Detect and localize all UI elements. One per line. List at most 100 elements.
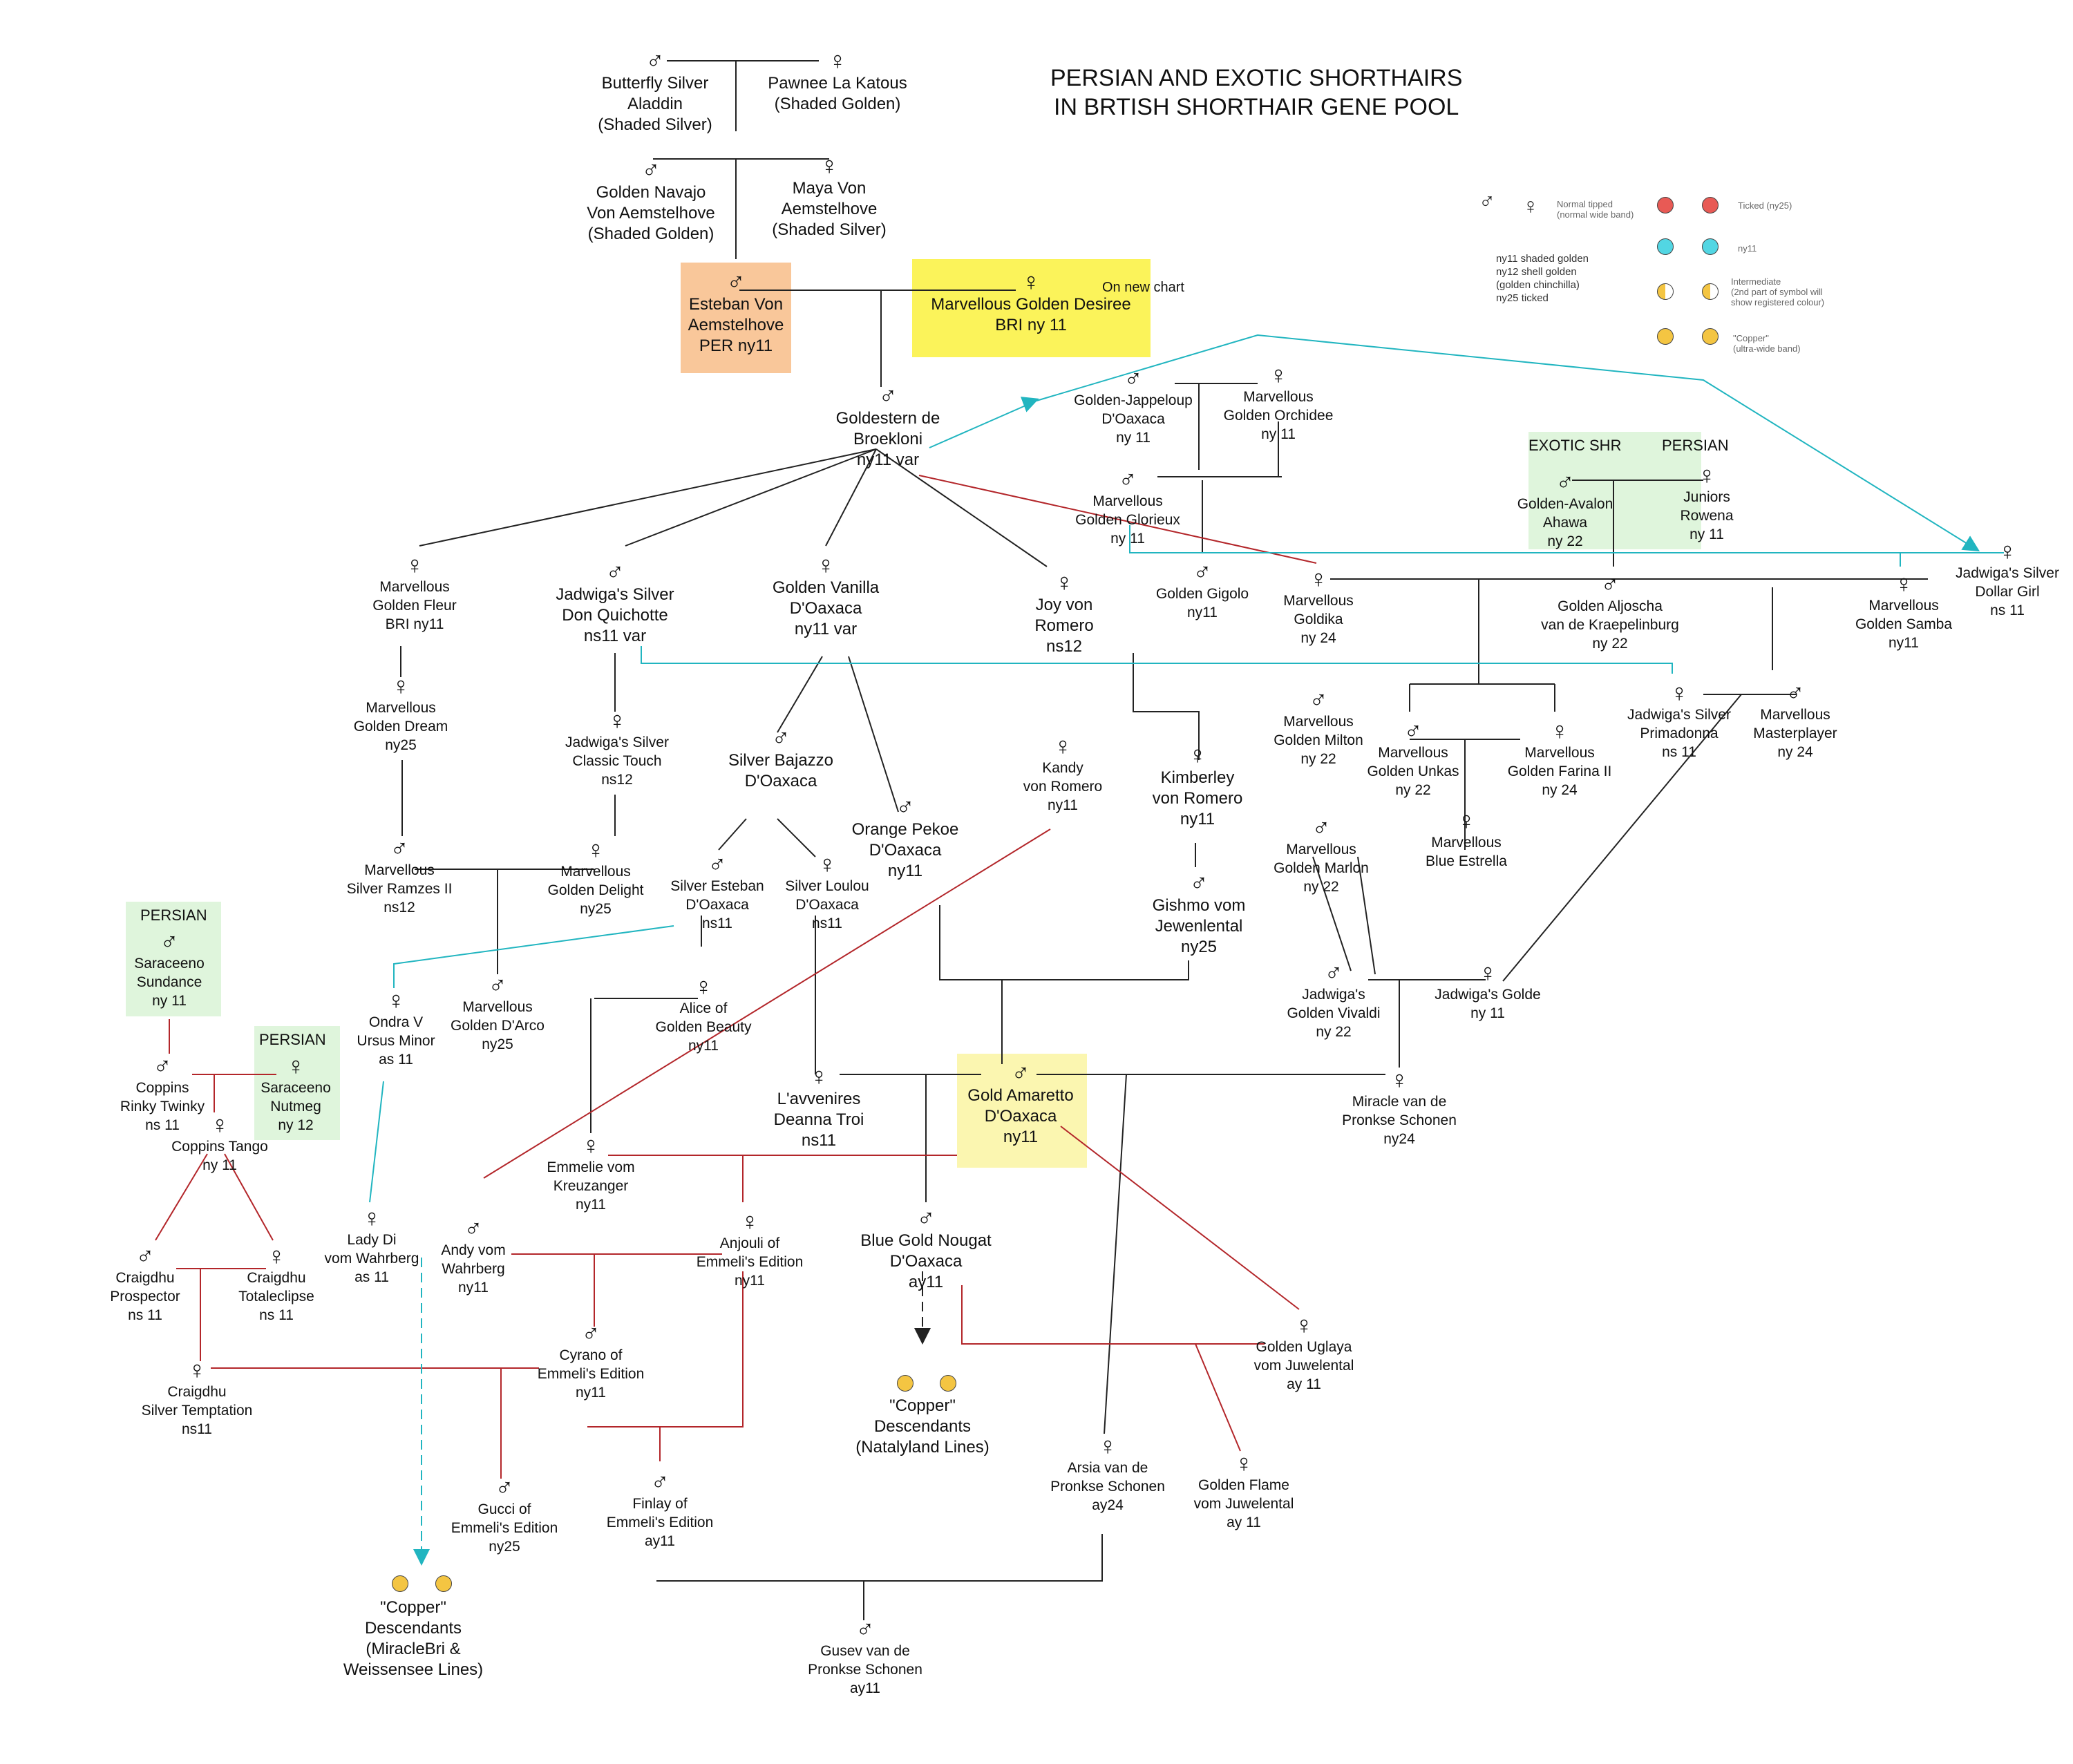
cat-node-masterplayer: ♂Marvellous Masterplayer ny 24 <box>1678 681 1913 761</box>
cat-node-dollargirl: ♀Jadwiga's Silver Dollar Girl ns 11 <box>1890 539 2073 620</box>
cat-node-esteban: ♂Esteban Von Aemstelhove PER ny11 <box>618 269 853 357</box>
legend-copper-dot-male <box>1657 328 1674 345</box>
cat-name: Maya Von Aemstelhove (Shaded Silver) <box>772 179 887 239</box>
cat-node-primadonna: ♀Jadwiga's Silver Primadonna ns 11 <box>1562 681 1797 761</box>
copper-dot-male-natalyland <box>897 1375 914 1392</box>
cat-name: Jadwiga's Silver Classic Touch ns12 <box>565 734 669 788</box>
male-symbol-icon: ♂ <box>645 46 665 75</box>
highlight-box-exotic <box>1528 432 1701 549</box>
cat-name: Marvellous Blue Estrella <box>1426 835 1507 869</box>
male-symbol-icon: ♂ <box>1555 468 1575 496</box>
cat-name: Emmelie vom Kreuzanger ny11 <box>547 1159 635 1213</box>
cat-name: Golden Aljoscha van de Kraepelinburg ny … <box>1541 598 1679 652</box>
title-line-1: PERSIAN AND EXOTIC SHORTHAIRS <box>1050 65 1463 91</box>
female-symbol-icon: ♀ <box>828 46 847 75</box>
legend-ticked-dot-male <box>1657 197 1674 214</box>
female-symbol-icon: ♀ <box>1294 1311 1314 1339</box>
cat-node-unkas: ♂Marvellous Golden Unkas ny 22 <box>1296 719 1531 799</box>
cat-node-goldenflame: ♀Golden Flame vom Juwelental ay 11 <box>1126 1451 1361 1532</box>
male-symbol-icon: ♂ <box>641 155 661 184</box>
female-symbol-icon: ♀ <box>586 835 605 864</box>
cat-node-copper_mb: "Copper" Descendants (MiracleBri & Weiss… <box>296 1597 531 1680</box>
copper-dot-female-natalyland <box>940 1375 956 1392</box>
female-symbol-icon: ♀ <box>1053 732 1072 760</box>
female-symbol-icon: ♀ <box>694 972 713 1000</box>
cat-node-joy: ♀Joy von Romero ns12 <box>947 570 1182 657</box>
teal-cross-reference-lines <box>369 334 2004 1566</box>
cat-name: Marvellous Golden Desiree BRI ny 11 <box>931 295 1131 334</box>
male-symbol-icon: ♂ <box>650 1468 670 1496</box>
female-symbol-icon: ♀ <box>740 1207 759 1235</box>
female-symbol-icon: ♀ <box>1234 1449 1253 1477</box>
persian-label-sundance: PERSIAN <box>140 907 207 924</box>
cat-node-arsia: ♀Arsia van de Pronkse Schonen ay24 <box>990 1434 1225 1515</box>
cat-node-amaretto: ♂Gold Amaretto D'Oaxaca ny11 <box>903 1061 1138 1148</box>
cat-node-totaleclipse: ♀Craigdhu Totaleclipse ns 11 <box>159 1244 394 1325</box>
cat-name: Jadwiga's Golden Vivaldi ny 22 <box>1287 987 1381 1040</box>
legend-intermediate-dot-male <box>1657 283 1674 300</box>
cat-name: Silver Loulou D'Oaxaca ns11 <box>785 878 869 931</box>
cat-node-darco: ♂Marvellous Golden D'Arco ny25 <box>380 973 615 1054</box>
cat-name: Marvellous Golden Glorieux ny 11 <box>1075 493 1180 547</box>
legend-normal-text: Normal tipped (normal wide band) <box>1557 199 1634 220</box>
cat-node-ladydi: ♀Lady Di vom Wahrberg as 11 <box>254 1206 489 1287</box>
red-crossing-lines <box>155 475 1317 1479</box>
female-symbol-icon: ♀ <box>607 706 627 734</box>
persian-label-rowena: PERSIAN <box>1662 437 1729 454</box>
male-symbol-icon: ♂ <box>581 1319 600 1347</box>
legend-female-symbol: ♀ <box>1522 193 1539 218</box>
legend-ny11-dot-male <box>1657 238 1674 255</box>
cat-name: Gucci of Emmeli's Edition ny25 <box>451 1501 558 1555</box>
male-symbol-icon: ♂ <box>464 1214 483 1242</box>
male-symbol-icon: ♂ <box>771 723 791 752</box>
cat-node-samba: ♀Marvellous Golden Samba ny11 <box>1786 571 2021 652</box>
cat-node-fleur: ♀Marvellous Golden Fleur BRI ny11 <box>297 553 532 634</box>
legend-ny11-text: ny11 <box>1738 243 1757 254</box>
new-chart-note: On new chart <box>1102 280 1184 295</box>
cat-name: Marvellous Golden Unkas ny 22 <box>1367 745 1459 798</box>
cat-name: Silver Bajazzo D'Oaxaca <box>728 751 834 790</box>
cat-name: Saraceeno Sundance ny 11 <box>134 956 205 1009</box>
cat-node-nougat: ♂Blue Gold Nougat D'Oaxaca ay11 <box>808 1206 1043 1293</box>
female-symbol-icon: ♀ <box>286 1052 305 1080</box>
male-symbol-icon: ♂ <box>1011 1059 1030 1087</box>
cat-node-bajazzo: ♂Silver Bajazzo D'Oaxaca <box>663 725 898 792</box>
cat-name: Ondra V Ursus Minor as 11 <box>357 1014 435 1068</box>
cat-name: Marvellous Golden Orchidee ny 11 <box>1223 389 1334 442</box>
cat-node-kandy: ♀Kandy von Romero ny11 <box>945 734 1180 815</box>
copper-dot-female-miraclebri <box>435 1575 452 1592</box>
highlight-box-nutmeg <box>254 1026 340 1140</box>
highlight-box-sundance <box>126 902 221 1016</box>
cat-node-glorieux: ♂Marvellous Golden Glorieux ny 11 <box>1010 467 1245 548</box>
cat-name: Golden-Avalon Ahawa ny 22 <box>1517 496 1613 549</box>
female-symbol-icon: ♀ <box>1998 537 2017 565</box>
cat-name: "Copper" Descendants (MiracleBri & Weiss… <box>343 1598 484 1679</box>
male-symbol-icon: ♂ <box>916 1204 936 1232</box>
female-symbol-icon: ♀ <box>1457 806 1476 835</box>
female-symbol-icon: ♀ <box>1550 717 1569 745</box>
cat-name: Saraceeno Nutmeg ny 12 <box>261 1080 331 1133</box>
cat-node-delight: ♀Marvellous Golden Delight ny25 <box>478 837 713 918</box>
female-symbol-icon: ♀ <box>1188 741 1207 769</box>
male-symbol-icon: ♂ <box>708 850 727 878</box>
cat-node-andy: ♂Andy vom Wahrberg ny11 <box>356 1216 591 1297</box>
cat-node-desiree: ♀Marvellous Golden Desiree BRI ny 11 <box>914 269 1148 336</box>
cat-name: Miracle van de Pronkse Schonen ny24 <box>1342 1094 1457 1147</box>
cat-name: Esteban Von Aemstelhove PER ny11 <box>688 295 784 355</box>
cat-name: Craigdhu Silver Temptation ns11 <box>141 1384 253 1437</box>
cat-node-estrella: ♀Marvellous Blue Estrella <box>1349 808 1584 871</box>
cat-name: "Copper" Descendants (Natalyland Lines) <box>855 1396 990 1457</box>
female-symbol-icon: ♀ <box>1894 569 1913 598</box>
legend-male-symbol: ♂ <box>1479 189 1495 214</box>
cat-node-copper_nat: "Copper" Descendants (Natalyland Lines) <box>805 1396 1040 1458</box>
cat-name: Butterfly Silver Aladdin (Shaded Silver) <box>598 74 712 134</box>
cat-node-rowena: ♀Juniors Rowena ny 11 <box>1589 463 1824 544</box>
cat-name: Jadwiga's Silver Primadonna ns 11 <box>1627 707 1731 760</box>
cat-name: Jadwiga's Silver Dollar Girl ns 11 <box>1956 565 2059 618</box>
cat-name: Blue Gold Nougat D'Oaxaca ay11 <box>860 1231 992 1291</box>
cat-node-loulou: ♀Silver Loulou D'Oaxaca ns11 <box>710 852 945 933</box>
cat-node-goldika: ♀Marvellous Goldika ny 24 <box>1201 567 1436 647</box>
cat-node-rinky: ♂Coppins Rinky Twinky ns 11 <box>45 1054 280 1135</box>
cat-node-pawnee: ♀Pawnee La Katous (Shaded Golden) <box>720 48 955 115</box>
